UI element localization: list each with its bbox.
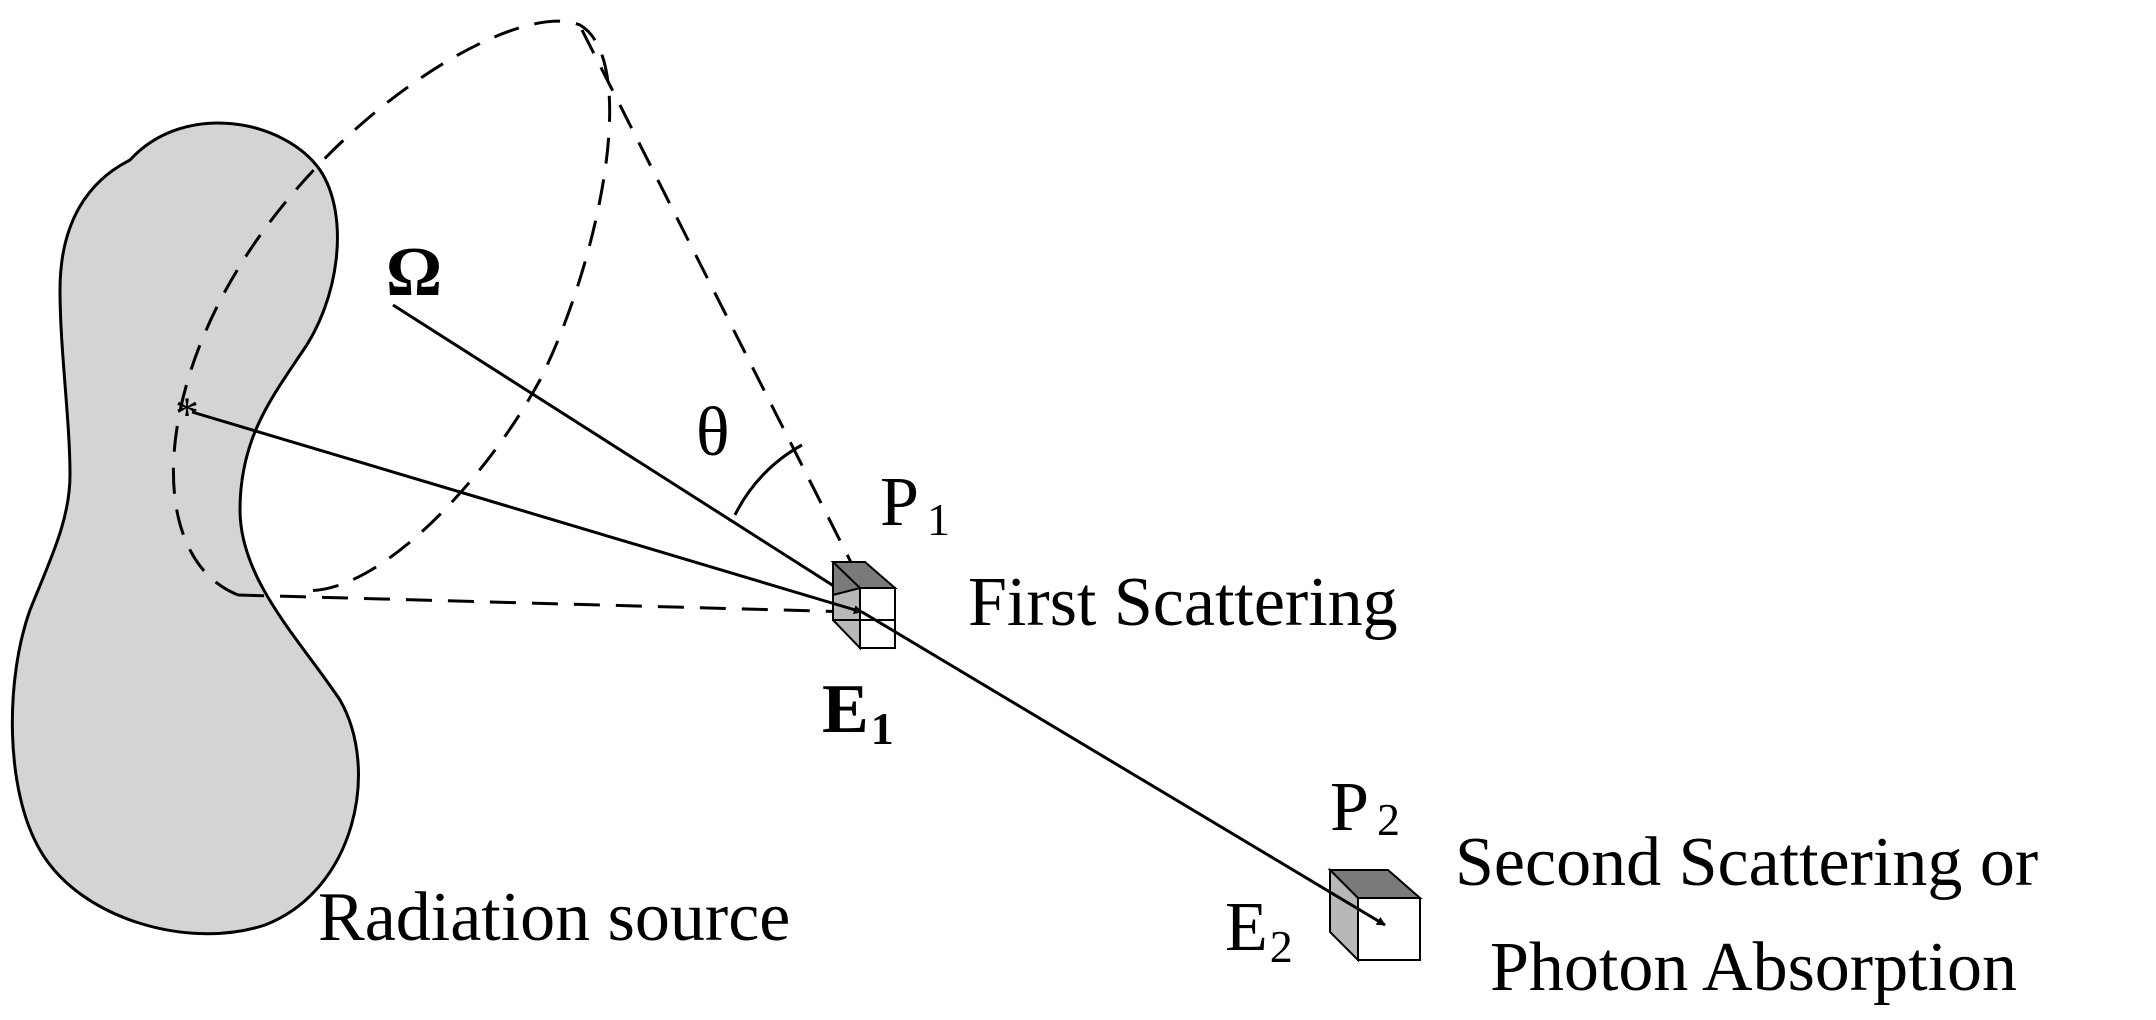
e1-label: E1 — [822, 671, 894, 754]
theta-angle-arc — [733, 443, 803, 516]
p1-cube — [830, 561, 898, 651]
first-scattering-label: First Scattering — [968, 564, 1398, 641]
omega-label: Ω — [386, 234, 442, 311]
p2-cube — [1327, 867, 1423, 963]
scattering-cone-ellipse — [171, 19, 612, 597]
e2-label-sub: 2 — [1270, 921, 1293, 972]
e1-label-main: E — [822, 671, 869, 748]
p1-label-main: P — [880, 464, 919, 541]
radiation-source-label: Radiation source — [318, 879, 790, 956]
omega-axis-line — [392, 303, 863, 606]
second-scattering-label-line1: Second Scattering or — [1455, 824, 2038, 901]
cone-edge-lower — [237, 593, 856, 614]
e2-label: E2 — [1225, 889, 1293, 972]
radiation-source-shape — [10, 121, 360, 936]
source-point-marker: * — [175, 388, 199, 441]
p2-label-sub: 2 — [1377, 794, 1400, 845]
theta-label: θ — [696, 394, 730, 471]
p2-label-main: P — [1330, 769, 1369, 846]
e2-label-main: E — [1225, 889, 1268, 966]
scattered-ray-arrow — [861, 610, 1386, 927]
p1-label-sub: 1 — [927, 494, 950, 545]
e1-label-sub: 1 — [871, 703, 894, 754]
incident-ray-arrow — [191, 410, 863, 614]
second-scattering-label-line2: Photon Absorption — [1490, 929, 2017, 1006]
cone-edge-upper — [580, 29, 867, 591]
